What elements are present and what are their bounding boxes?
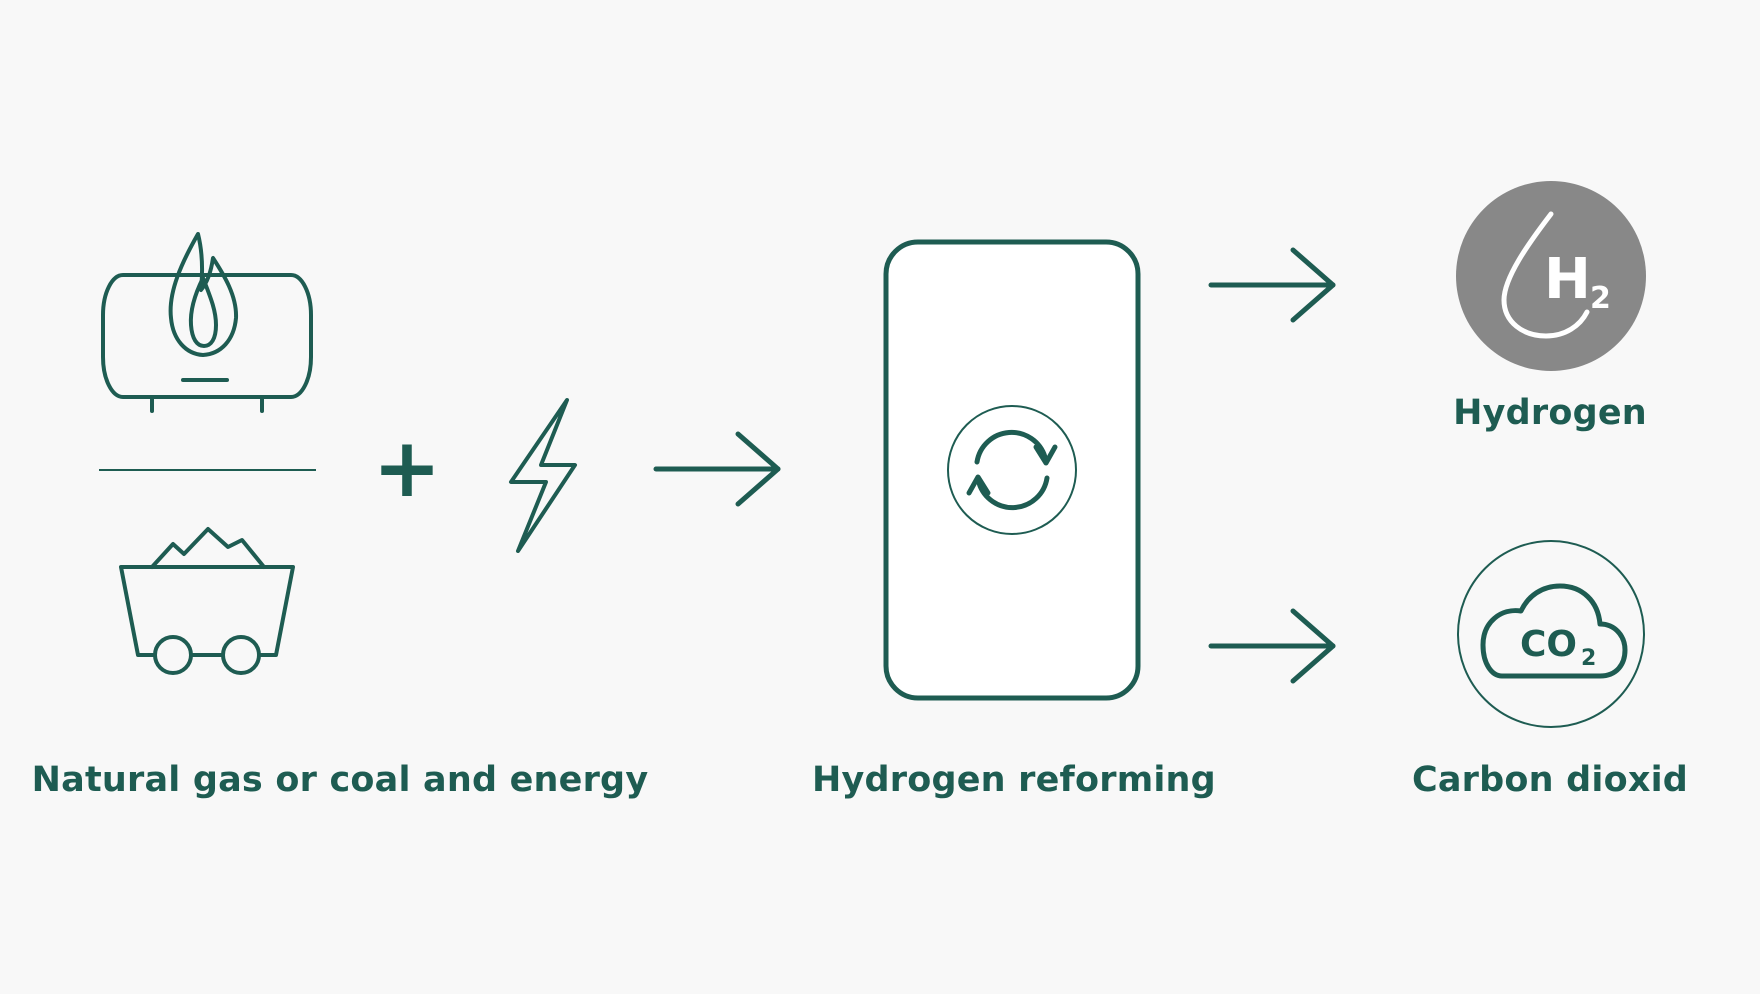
carbon-dioxid-label: Carbon dioxid — [1411, 760, 1689, 800]
co2-cloud-icon: CO 2 — [1457, 540, 1645, 728]
reformer-box — [883, 239, 1141, 701]
h2-letter: H — [1544, 247, 1591, 312]
coal-cart-icon — [119, 527, 295, 675]
co2-letters: CO — [1520, 624, 1577, 665]
water-drop — [1501, 211, 1590, 339]
input-label: Natural gas or coal and energy — [31, 760, 649, 800]
flame-outer — [168, 232, 239, 357]
hydrogen-drop-icon: H 2 — [1456, 181, 1646, 371]
arrow-to-hydrogen — [1208, 247, 1336, 323]
cycle-arrows-icon — [947, 405, 1077, 535]
cloud-outline — [1480, 583, 1628, 679]
hydrogen-label: Hydrogen — [1453, 393, 1647, 433]
coal-lumps — [150, 527, 266, 569]
arrow-to-co2 — [1208, 608, 1336, 684]
cart-body — [119, 565, 295, 657]
lightning-bolt-icon — [509, 398, 577, 553]
gas-tank-flame-icon — [101, 232, 313, 413]
arrow-to-reforming — [653, 431, 781, 507]
hydrogen-circle — [1456, 181, 1646, 371]
h2-subscript: 2 — [1590, 281, 1611, 316]
plus-sign: + — [373, 421, 442, 516]
flame-inner — [188, 276, 218, 348]
co2-subscript: 2 — [1581, 646, 1596, 671]
reforming-label: Hydrogen reforming — [812, 760, 1216, 800]
